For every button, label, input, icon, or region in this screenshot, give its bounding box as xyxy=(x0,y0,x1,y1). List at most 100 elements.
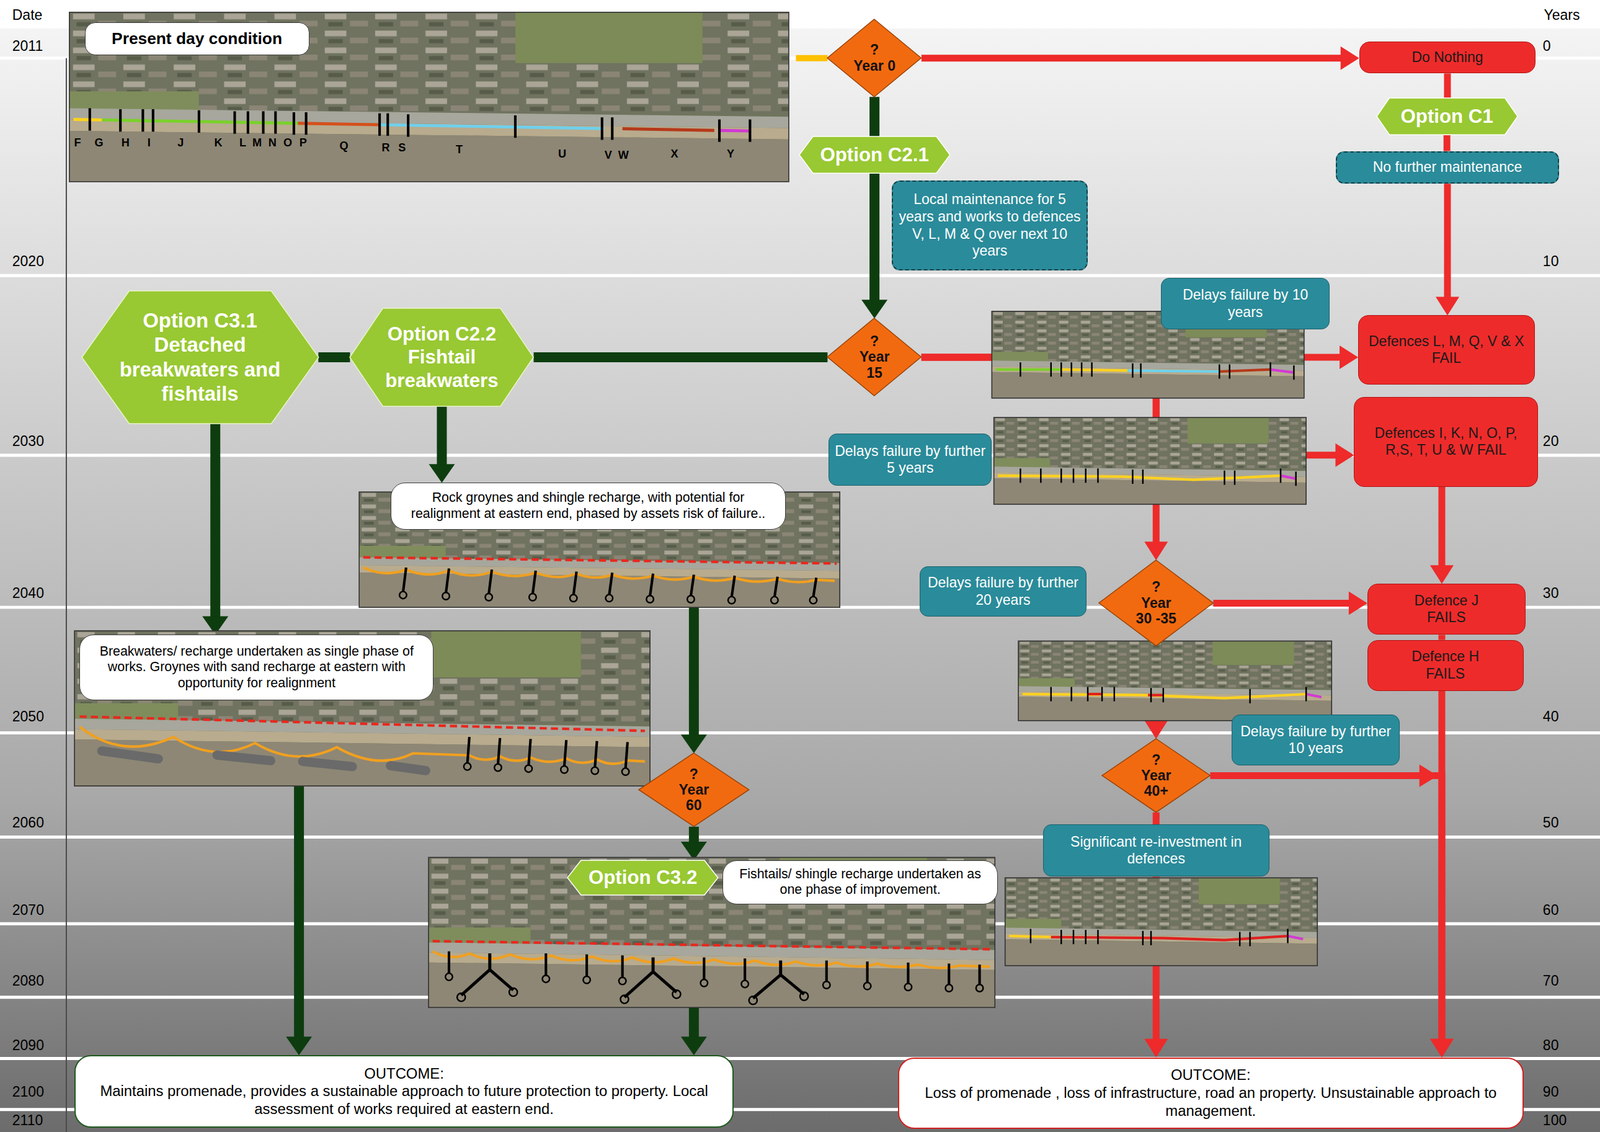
description-box: Breakwaters/ recharge undertaken as sing… xyxy=(79,634,434,700)
aerial-photo-present-part-part xyxy=(305,112,308,135)
connector-line xyxy=(921,54,1342,62)
aerial-photo-small-part-part xyxy=(1270,369,1295,373)
aerial-photo-fishtails xyxy=(428,857,995,1008)
aerial-photo-present-part xyxy=(89,107,751,142)
decision-diamond: ? Year 0 xyxy=(827,19,921,97)
aerial-photo-fishtails-part-part xyxy=(741,980,749,988)
aerial-photo-small-part-part xyxy=(1070,687,1072,702)
aerial-photo-fishtails-part-part xyxy=(624,957,677,998)
aerial-photo-small xyxy=(994,417,1307,505)
aerial-photo-groynes-part-part xyxy=(774,576,778,598)
aerial-photo-present-part-part xyxy=(141,109,144,132)
aerial-photo-breakwaters-part xyxy=(79,726,645,765)
section-letter: Y xyxy=(726,147,735,161)
aerial-photo-groynes-part-part xyxy=(484,593,493,601)
shape-fill xyxy=(827,318,921,396)
connector-arrow xyxy=(874,96,876,137)
aerial-photo-breakwaters xyxy=(74,630,650,786)
aerial-photo-groynes-part-part xyxy=(605,594,614,603)
outcome-box: OUTCOME:Maintains promenade, provides a … xyxy=(74,1054,734,1128)
aerial-photo-fishtails-part-part xyxy=(752,960,804,999)
label-text: Option C1 xyxy=(1400,104,1494,129)
aerial-photo-breakwaters-part-part xyxy=(463,762,472,771)
aerial-photo-small-part-part xyxy=(1150,930,1152,946)
option-hexagon: Option C2.2 Fishtail breakwaters xyxy=(349,308,534,407)
aerial-photo-present-part-part xyxy=(748,119,752,143)
axis-label: 100 xyxy=(1542,1111,1567,1129)
aerial-photo-small-part-part xyxy=(1084,929,1086,944)
section-letter: I xyxy=(147,136,151,150)
connector-arrow xyxy=(1155,812,1157,825)
arrowhead xyxy=(1430,1038,1454,1058)
section-letter: Q xyxy=(339,139,348,153)
label-text: Defence H FAILS xyxy=(1402,648,1489,683)
aerial-photo-small-part-part xyxy=(1131,363,1134,378)
aerial-photo-small-part xyxy=(1022,693,1322,699)
aerial-photo-fishtails-part-part xyxy=(749,995,758,1005)
title-box: Present day condition xyxy=(84,22,310,56)
aerial-photo-groynes-part-part xyxy=(646,595,654,603)
aerial-photo-small-part-part xyxy=(1084,468,1086,483)
connector-arrow xyxy=(861,173,888,319)
section-letter: J xyxy=(177,136,184,150)
axis-label: 2030 xyxy=(12,432,45,449)
aerial-photo-small-part xyxy=(994,417,1307,505)
axis-label: 2080 xyxy=(12,972,45,989)
section-letter: P xyxy=(299,136,307,150)
shape-fill xyxy=(1102,738,1210,812)
arrowhead xyxy=(1348,591,1368,615)
outcome-box: OUTCOME:Loss of promenade , loss of infr… xyxy=(897,1057,1524,1129)
failure-box: Defence J FAILS xyxy=(1367,583,1526,635)
aerial-photo-small-part-part xyxy=(1022,693,1307,699)
axis-label: 10 xyxy=(1542,253,1560,270)
failure-box: Defences I, K, N, O, P, R,S, T, U & W FA… xyxy=(1353,396,1538,487)
aerial-photo-fishtails-part-part xyxy=(976,984,984,992)
aerial-photo-fishtails-part-part xyxy=(445,973,453,981)
connector-arrow xyxy=(1446,134,1448,151)
aerial-photo-groynes-part-part xyxy=(569,594,578,603)
aerial-photo-fishtails-part-part xyxy=(825,960,828,983)
aerial-photo-small xyxy=(1018,640,1332,720)
aerial-photo-small-part-part xyxy=(1228,364,1230,379)
aerial-photo-breakwaters-part xyxy=(74,630,650,786)
axis-line xyxy=(65,58,67,1132)
aerial-photo-present-part-part xyxy=(378,113,381,136)
aerial-photo-groynes-part-part xyxy=(532,570,536,595)
aerial-photo-fishtails-part-part xyxy=(457,992,466,1001)
axis-label: 2100 xyxy=(12,1083,45,1100)
note-box: Delays failure by further 5 years xyxy=(828,433,992,486)
section-letter: N xyxy=(268,136,277,150)
aerial-photo-small-part-part xyxy=(1234,470,1236,485)
aerial-photo-small-part-part xyxy=(1248,688,1251,704)
aerial-photo-present-part xyxy=(73,119,750,132)
connector-arrow xyxy=(921,46,1360,71)
aerial-photo-fishtails-part-part xyxy=(621,955,624,978)
aerial-photo-small-part-part xyxy=(1080,362,1083,377)
connector-line xyxy=(436,406,447,465)
aerial-photo-present xyxy=(69,12,789,182)
section-letter: H xyxy=(121,136,130,150)
connector-arrow xyxy=(428,406,455,483)
label-text: Option C3.1 Detached breakwaters and fis… xyxy=(115,308,284,407)
aerial-photo-present-part-part xyxy=(233,111,236,134)
label-text: OUTCOME: xyxy=(1170,1066,1251,1085)
label-text: Delays failure by further 5 years xyxy=(834,442,987,477)
connector-line xyxy=(1438,634,1445,640)
label-text: Maintains promenade, provides a sustaina… xyxy=(85,1082,723,1118)
arrowhead xyxy=(1339,345,1359,369)
aerial-photo-small-part-part xyxy=(1280,475,1297,479)
aerial-photo-small-part-part xyxy=(1150,687,1152,703)
aerial-photo-groynes-part-part xyxy=(403,567,407,592)
axis-label: 20 xyxy=(1542,432,1560,449)
shape-fill xyxy=(638,752,750,827)
axis-label: 90 xyxy=(1542,1083,1560,1100)
aerial-photo-small-part-part xyxy=(1090,362,1093,377)
aerial-photo-small-part xyxy=(1008,935,1303,941)
aerial-photo-breakwaters-part-part xyxy=(96,745,164,765)
aerial-photo-fishtails-part xyxy=(445,951,983,1005)
connector-line xyxy=(869,96,880,137)
aerial-photo-present-part-part xyxy=(73,117,102,122)
arrowhead xyxy=(1144,1038,1168,1058)
aerial-photo-breakwaters-part-part xyxy=(467,736,470,764)
